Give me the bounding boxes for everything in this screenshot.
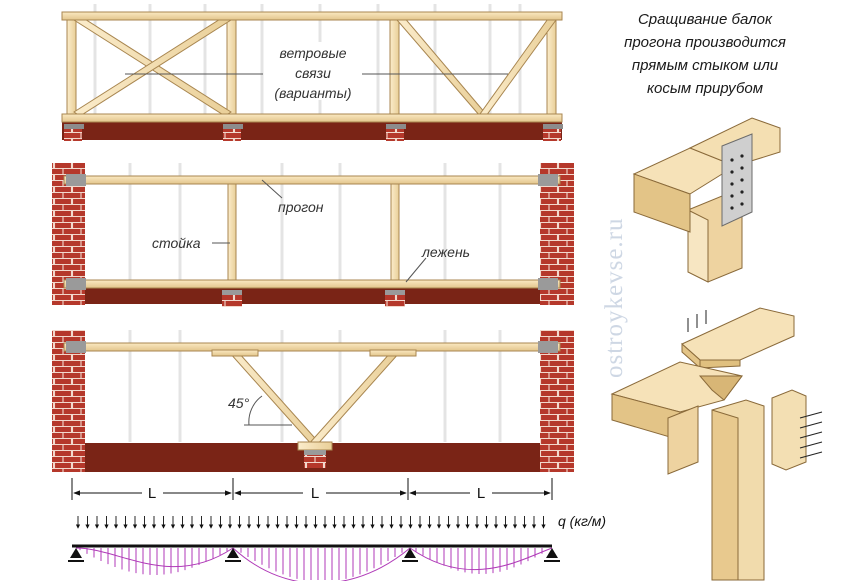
sill-label: лежень xyxy=(421,244,470,260)
wind-bracing-label-1: ветровые xyxy=(279,45,346,61)
angle-arc xyxy=(248,395,263,426)
distributed-load-arrows xyxy=(75,516,546,529)
span-label-1: L xyxy=(148,485,156,502)
load-label: q (кг/м) xyxy=(558,513,606,529)
base-strip xyxy=(62,120,562,140)
posts xyxy=(227,181,400,283)
purlin xyxy=(63,342,561,352)
span-dimensions: L L L xyxy=(71,478,553,502)
caption-line-3: прямым стыком или xyxy=(632,57,779,74)
scarf-joint-detail xyxy=(610,307,823,581)
wind-bracing-label-2: связи xyxy=(295,65,331,81)
bolsters xyxy=(211,349,417,357)
frame-panel-3: 45° xyxy=(52,330,574,472)
struts xyxy=(227,351,402,451)
caption: Сращивание балок прогона производится пр… xyxy=(624,11,786,97)
brick-piers xyxy=(222,295,405,307)
watermark: ostroykevse.ru xyxy=(601,218,628,379)
sill xyxy=(63,279,561,289)
purlin-leader xyxy=(261,179,283,199)
moment-diagram xyxy=(75,547,553,581)
purlin-label: прогон xyxy=(278,199,324,215)
caption-line-4: косым прирубом xyxy=(647,80,763,97)
brick-piers xyxy=(64,129,561,141)
top-purlin xyxy=(61,11,563,21)
sill xyxy=(61,113,563,123)
support-pads xyxy=(66,174,558,295)
brick-pier xyxy=(304,455,326,468)
purlin xyxy=(63,175,561,185)
sill-leader xyxy=(405,257,427,283)
pads xyxy=(64,124,563,129)
beam-supports xyxy=(68,548,560,562)
post-label: стойка xyxy=(152,235,201,251)
butt-joint-detail xyxy=(632,117,781,283)
span-label-3: L xyxy=(477,485,485,502)
load-diagram: q (кг/м) xyxy=(68,513,606,581)
frame-panel-1: ветровые связи (варианты) xyxy=(61,4,563,141)
support-pads xyxy=(66,341,558,455)
angle-label: 45° xyxy=(228,395,250,411)
wind-bracing-label-3: (варианты) xyxy=(274,85,351,101)
caption-line-1: Сращивание балок xyxy=(638,11,773,28)
brick-wall-right xyxy=(540,330,574,472)
frame-panel-2: прогон стойка лежень xyxy=(52,163,574,307)
brick-wall-left xyxy=(52,330,85,472)
span-label-2: L xyxy=(311,485,319,502)
caption-line-2: прогона производится xyxy=(624,34,786,51)
